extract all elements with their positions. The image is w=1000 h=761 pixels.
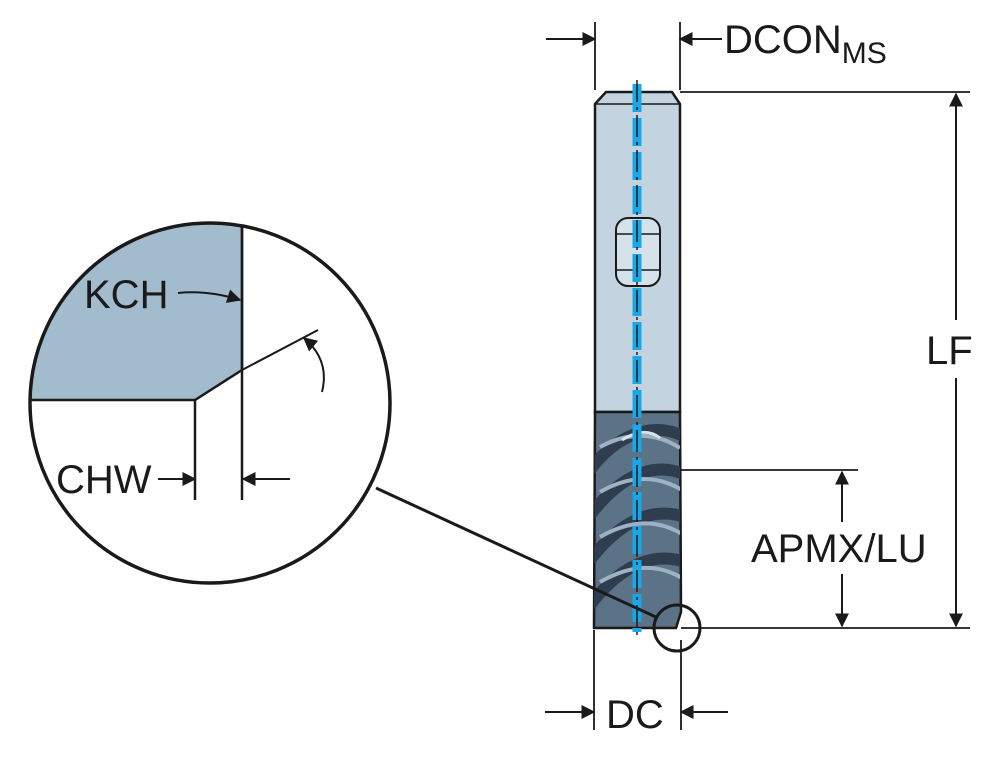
- apmx-lu-dimension: APMX/LU: [681, 469, 927, 628]
- dc-dimension: DC: [545, 630, 728, 737]
- magnified-detail: KCH CHW: [28, 221, 392, 585]
- lf-dimension: LF: [680, 91, 973, 629]
- dc-label: DC: [606, 693, 664, 737]
- apmx-lu-label: APMX/LU: [751, 527, 927, 571]
- dcon-dimension: DCONMS: [546, 18, 887, 90]
- leader-line: [375, 486, 659, 620]
- dcon-label: DCONMS: [724, 18, 887, 70]
- detail-circle: [28, 221, 392, 585]
- end-mill-tool: [592, 80, 683, 636]
- lf-label: LF: [926, 329, 973, 373]
- kch-label: KCH: [84, 273, 168, 317]
- chw-label: CHW: [56, 458, 152, 502]
- detail-callout: [375, 486, 702, 653]
- weldon-flat: [615, 217, 661, 287]
- angle-arc: [302, 337, 325, 393]
- detail-marker-circle: [652, 603, 702, 653]
